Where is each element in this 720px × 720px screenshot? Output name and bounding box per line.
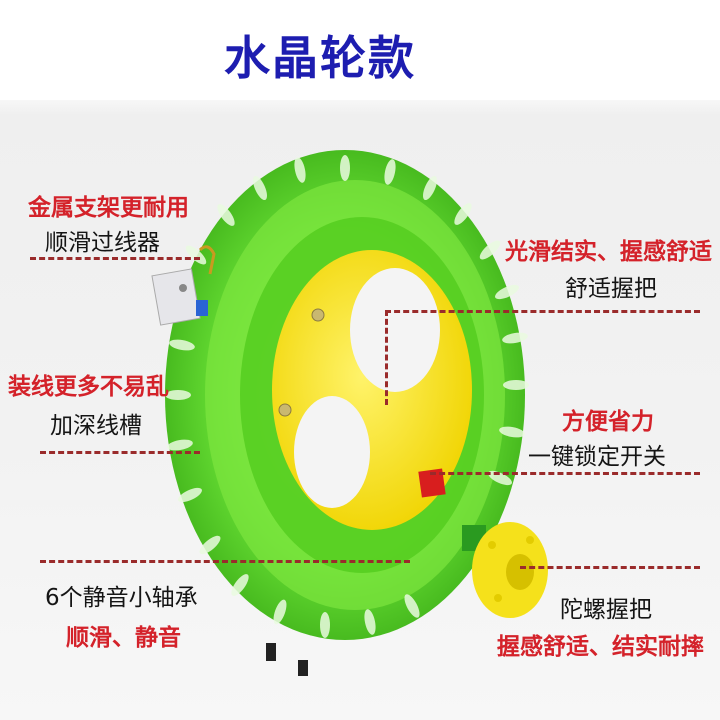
leader-line-gyro xyxy=(520,566,700,569)
yellow-hub xyxy=(272,250,472,530)
leader-line-guide xyxy=(30,257,200,260)
lock-switch xyxy=(418,468,446,498)
gyro-handle-caption: 陀螺握把 xyxy=(560,597,652,623)
lock-headline: 方便省力 xyxy=(562,409,654,435)
leader-line-groove xyxy=(40,451,200,454)
metal-line-guide xyxy=(151,245,216,326)
gyro-handle xyxy=(462,522,548,618)
leader-line-grip-vertical xyxy=(385,310,388,405)
line-guide-caption: 顺滑过线器 xyxy=(45,230,160,256)
groove-caption: 加深线槽 xyxy=(50,413,142,439)
groove-headline: 装线更多不易乱 xyxy=(8,374,169,400)
leader-line-bearing xyxy=(40,560,410,563)
lock-caption: 一键锁定开关 xyxy=(528,444,666,470)
page-title: 水晶轮款 xyxy=(224,31,416,85)
line-guide-headline: 金属支架更耐用 xyxy=(28,195,189,221)
leader-line-grip xyxy=(385,310,700,313)
leader-line-lock xyxy=(430,472,700,475)
bearing-caption: 6个静音小轴承 xyxy=(45,585,198,611)
gyro-handle-headline: 握感舒适、结实耐摔 xyxy=(497,634,704,660)
header-band xyxy=(0,0,720,100)
bearing-headline: 顺滑、静音 xyxy=(66,625,181,651)
grip-headline: 光滑结实、握感舒适 xyxy=(505,239,712,265)
grip-caption: 舒适握把 xyxy=(565,276,657,302)
